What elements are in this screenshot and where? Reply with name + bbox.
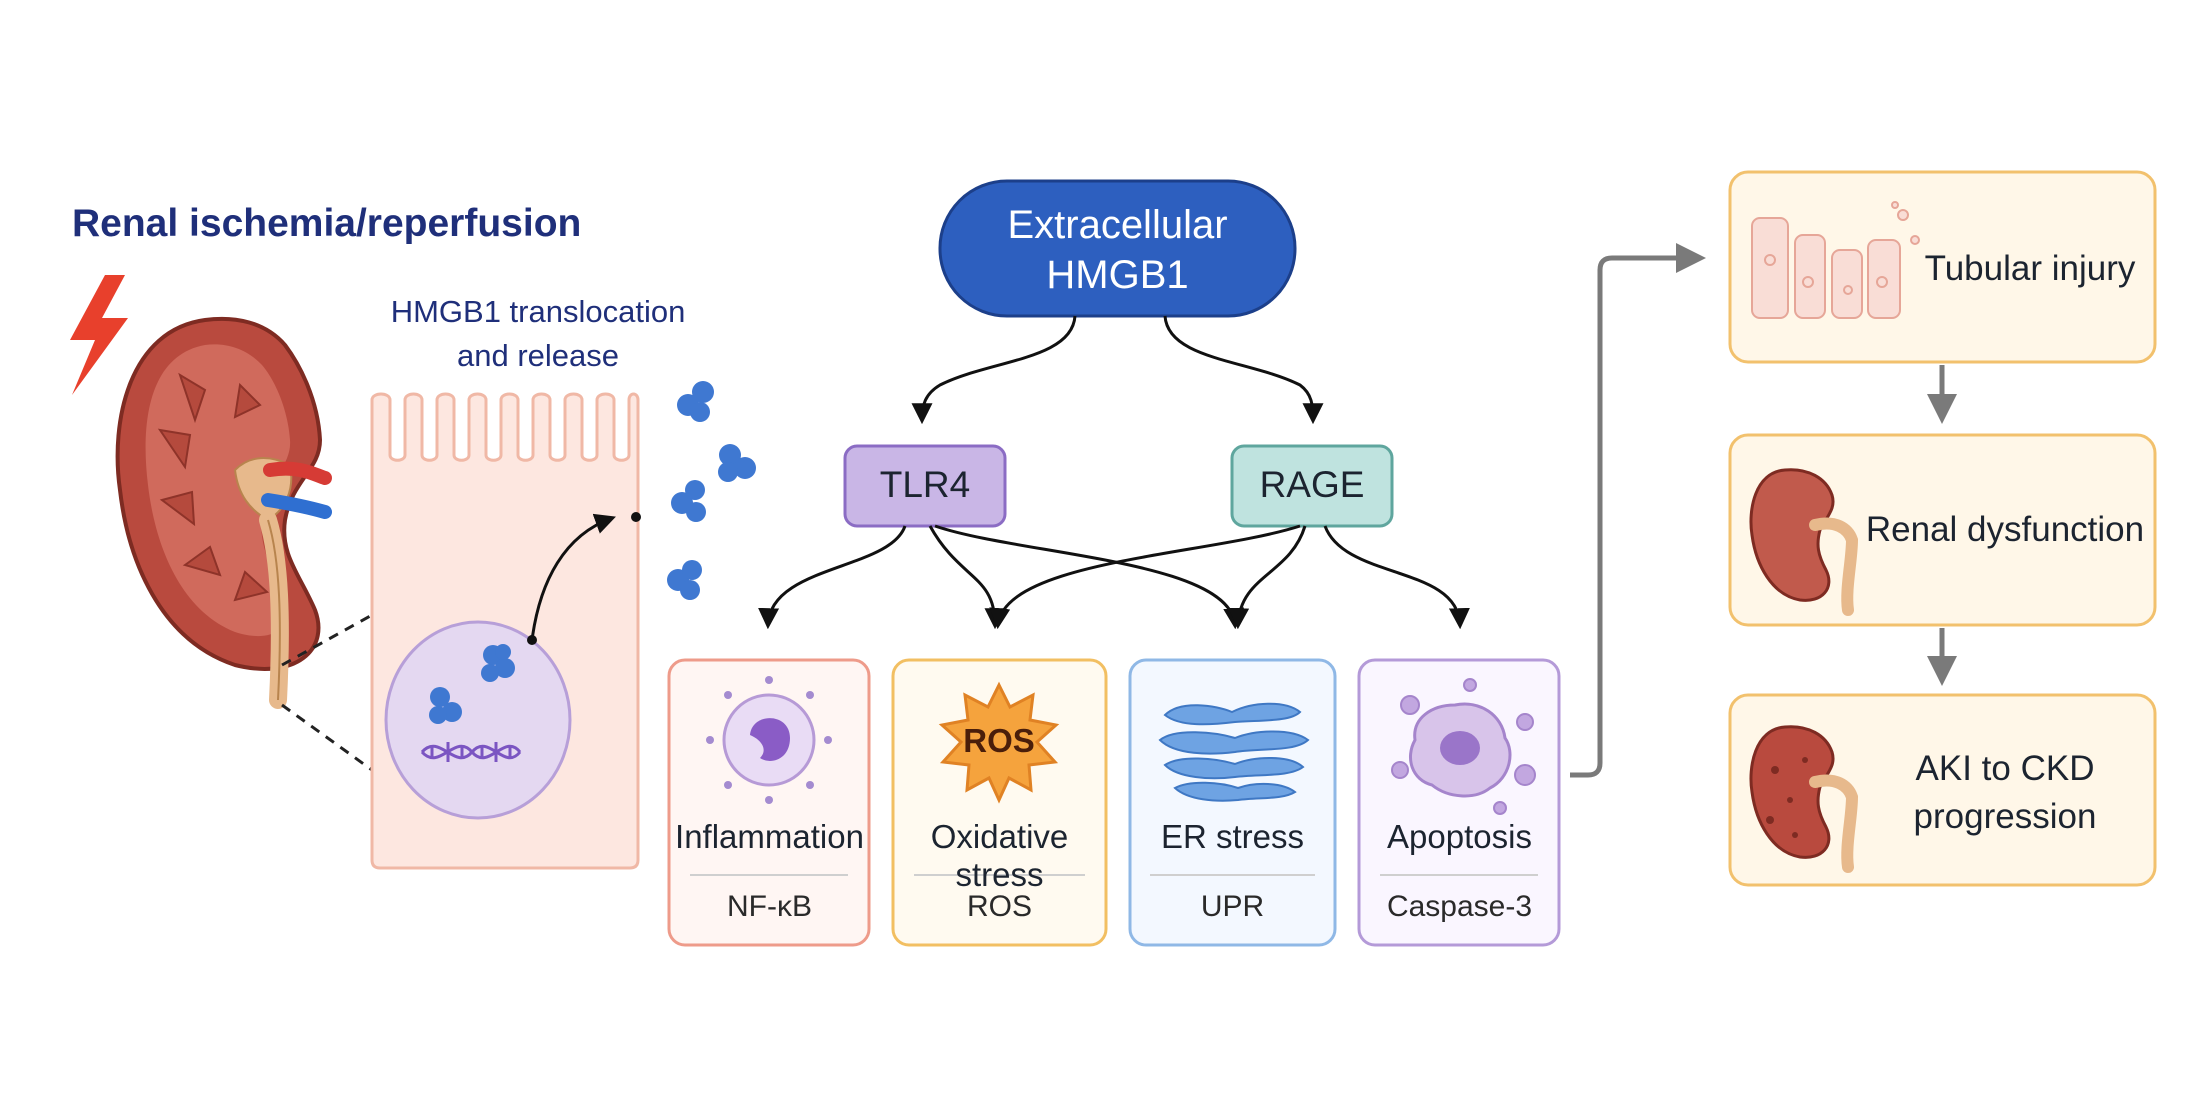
diagram-title: Renal ischemia/reperfusion (72, 202, 582, 245)
renal-dysfunction-label: Renal dysfunction (1865, 510, 2145, 549)
inflammation-marker: NF-κB (727, 890, 812, 923)
outcome-box-2 (1728, 433, 2157, 627)
signaling-arrows (758, 524, 1470, 630)
oxidative-stress-label: Oxidative stress (930, 818, 1069, 893)
er-icon (1158, 702, 1310, 802)
er-stress-label: ER stress (1160, 818, 1305, 855)
translocation-line-1: HMGB1 translocation (390, 294, 686, 329)
arrow-to-rage (1163, 315, 1324, 425)
aki-ckd-line-1: AKI to CKD (1915, 749, 2095, 788)
central-line-2: HMGB1 (1046, 253, 1189, 297)
kidney-small-icon (1749, 468, 1859, 616)
central-node-label: Extracellular HMGB1 (945, 200, 1290, 300)
nucleus (384, 620, 572, 820)
ros-icon-text: ROS (963, 722, 1035, 759)
released-hmgb1-icon (667, 381, 756, 600)
arrow-to-tlr4 (911, 315, 1077, 425)
aki-ckd-label: AKI to CKD progression (1860, 745, 2150, 841)
release-arrow (530, 513, 616, 641)
immune-cell-icon (706, 676, 832, 804)
tlr4-receptor (843, 444, 1007, 528)
tubular-cell (370, 392, 641, 870)
extracellular-hmgb1-node (938, 179, 1297, 318)
inflammation-label: Inflammation (675, 818, 864, 855)
apoptosis-marker: Caspase-3 (1386, 890, 1533, 923)
kidney-damaged-icon (1749, 725, 1859, 873)
central-line-1: Extracellular (1007, 203, 1228, 247)
kidney-icon (115, 316, 332, 709)
aki-ckd-line-2: progression (1913, 797, 2097, 836)
apoptotic-cell-icon (1391, 678, 1536, 815)
tubular-injury-label: Tubular injury (1924, 249, 2136, 288)
ros-burst-icon (938, 681, 1060, 804)
arrow-to-outcomes (1570, 243, 1706, 778)
tlr4-label: TLR4 (879, 464, 971, 505)
tubule-icon (1751, 201, 1920, 319)
translocation-label: HMGB1 translocation and release (378, 290, 698, 378)
apoptosis-label: Apoptosis (1387, 818, 1532, 855)
outcome-box-3 (1728, 693, 2157, 887)
translocation-line-2: and release (456, 338, 619, 373)
er-stress-marker: UPR (1200, 890, 1265, 923)
lightning-icon (70, 275, 128, 395)
rage-label: RAGE (1259, 464, 1365, 505)
zoom-line-bottom (281, 703, 373, 772)
rage-receptor (1230, 444, 1394, 528)
dna-icon (420, 742, 522, 762)
apoptosis-card (1357, 658, 1561, 947)
hmgb1-protein-icon (429, 644, 515, 724)
oxidative-stress-marker: ROS (966, 890, 1032, 923)
